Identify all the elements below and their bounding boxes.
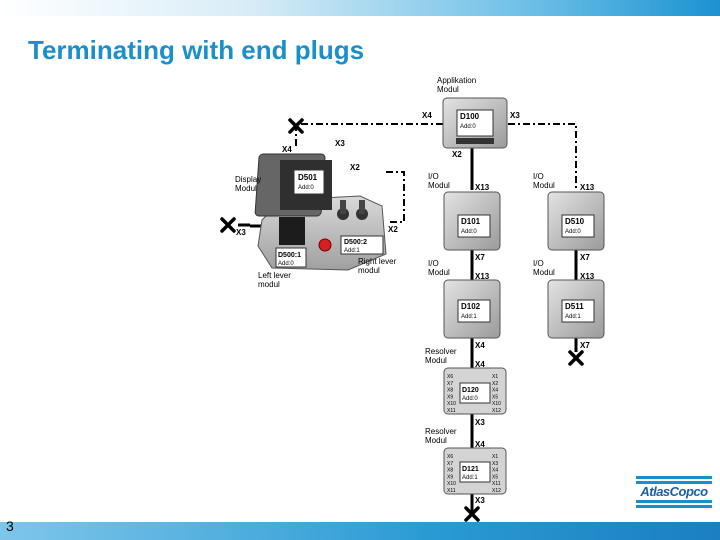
display-port-right-top: X2 xyxy=(350,163,360,172)
resolver-d121-addr: Add:1 xyxy=(462,475,478,481)
applikation-port-right: X3 xyxy=(510,111,520,120)
resolver-d120-top-port: X4 xyxy=(475,360,485,369)
io-d510-bottom-port: X7 xyxy=(580,253,590,262)
resolver-pin-label: X9 xyxy=(447,394,453,400)
io-d511-label-2: Modul xyxy=(533,268,555,277)
left-lever-addr: Add:0 xyxy=(278,261,294,267)
io-d102-id: D102 xyxy=(461,302,481,311)
resolver-pin-label: X11 xyxy=(447,488,456,494)
resolver-pin-label: X8 xyxy=(447,388,453,394)
resolver-d121-top-port: X4 xyxy=(475,440,485,449)
display-port-right: X2 xyxy=(388,225,398,234)
io-d510-top-port: X13 xyxy=(580,183,595,192)
applikation-addr: Add:0 xyxy=(460,124,476,130)
io-d511-bottom-port: X7 xyxy=(580,341,590,350)
resolver-pin-label: X5 xyxy=(492,474,498,480)
right-lever-label-1: Right lever xyxy=(358,257,397,266)
resolver-pin-label: X2 xyxy=(492,381,498,387)
io-d511-top-port: X13 xyxy=(580,272,595,281)
resolver-pin-label: X10 xyxy=(447,481,456,487)
resolver-d121-bottom-port: X3 xyxy=(475,496,485,505)
resolver-pin-label: X3 xyxy=(492,461,498,467)
left-lever-label-1: Left lever xyxy=(258,271,291,280)
io-d102-top-port: X13 xyxy=(475,272,490,281)
applikation-label-1: Applikation xyxy=(437,76,476,85)
io-d101-label-1: I/O xyxy=(428,172,439,181)
resolver-pin-label: X12 xyxy=(492,408,501,414)
resolver-pin-label: X6 xyxy=(447,454,453,460)
right-lever-label-2: modul xyxy=(358,266,380,275)
end-plug-icon xyxy=(222,219,234,231)
display-port-top: X4 xyxy=(282,145,292,154)
left-lever-id: D500:1 xyxy=(278,252,301,259)
resolver-pin-label: X8 xyxy=(447,468,453,474)
right-lever-id: D500:2 xyxy=(344,239,367,246)
io-d101-addr: Add:0 xyxy=(461,229,477,235)
resolver-d121-label-1: Resolver xyxy=(425,427,457,436)
display-port-mid: X3 xyxy=(335,139,345,148)
io-d511-addr: Add:1 xyxy=(565,314,581,320)
applikation-port-bottom: X2 xyxy=(452,150,462,159)
io-d511-label-1: I/O xyxy=(533,259,544,268)
resolver-pin-label: X10 xyxy=(447,401,456,407)
display-label-1: Display xyxy=(235,175,261,184)
display-port-left: X3 xyxy=(236,228,246,237)
io-d101-bottom-port: X7 xyxy=(475,253,485,262)
resolver-pin-label: X9 xyxy=(447,474,453,480)
resolver-pin-label: X1 xyxy=(492,374,498,380)
resolver-d120-bottom-port: X3 xyxy=(475,418,485,427)
left-lever-label-2: modul xyxy=(258,280,280,289)
atlas-copco-logo: AtlasCopco xyxy=(636,476,712,508)
resolver-pin-label: X7 xyxy=(447,381,453,387)
resolver-d121-label-2: Modul xyxy=(425,436,447,445)
io-d510-id: D510 xyxy=(565,217,585,226)
io-d510-label-2: Modul xyxy=(533,181,555,190)
resolver-pin-label: X6 xyxy=(447,374,453,380)
resolver-pin-label: X10 xyxy=(492,401,501,407)
display-label-2: Modul xyxy=(235,184,257,193)
applikation-module[interactable] xyxy=(443,98,507,148)
resolver-pin-label: X1 xyxy=(492,454,498,460)
bottom-gradient-bar xyxy=(0,522,720,540)
resolver-pin-label: X11 xyxy=(447,408,456,414)
resolver-d120-addr: Add:0 xyxy=(462,396,478,402)
resolver-pin-label: X7 xyxy=(447,461,453,467)
page-number: 3 xyxy=(6,518,14,534)
io-d101-label-2: Modul xyxy=(428,181,450,190)
resolver-pin-label: X11 xyxy=(492,481,501,487)
io-d510-addr: Add:0 xyxy=(565,229,581,235)
resolver-pin-label: X4 xyxy=(492,388,498,394)
end-plug-icon xyxy=(570,352,582,364)
io-d101-top-port: X13 xyxy=(475,183,490,192)
resolver-pin-label: X4 xyxy=(492,468,498,474)
resolver-pin-label: X12 xyxy=(492,488,501,494)
logo-text: AtlasCopco xyxy=(636,484,712,499)
right-lever-addr: Add:1 xyxy=(344,248,360,254)
display-id: D501 xyxy=(298,173,318,182)
bus-line-display-x2 xyxy=(386,172,404,222)
resolver-d121-id: D121 xyxy=(462,466,479,473)
resolver-d120-label-2: Modul xyxy=(425,356,447,365)
io-d102-addr: Add:1 xyxy=(461,314,477,320)
display-addr: Add:0 xyxy=(298,185,314,191)
resolver-pin-label: X5 xyxy=(492,394,498,400)
io-d102-bottom-port: X4 xyxy=(475,341,485,350)
resolver-d120-label-1: Resolver xyxy=(425,347,457,356)
applikation-id: D100 xyxy=(460,112,480,121)
io-d510-label-1: I/O xyxy=(533,172,544,181)
io-d101-id: D101 xyxy=(461,217,481,226)
applikation-port-left: X4 xyxy=(422,111,432,120)
io-d511-id: D511 xyxy=(565,302,584,311)
applikation-label-2: Modul xyxy=(437,85,459,94)
display-console[interactable] xyxy=(255,154,386,270)
io-d102-label-1: I/O xyxy=(428,259,439,268)
io-d102-label-2: Modul xyxy=(428,268,450,277)
resolver-d120-id: D120 xyxy=(462,387,479,394)
